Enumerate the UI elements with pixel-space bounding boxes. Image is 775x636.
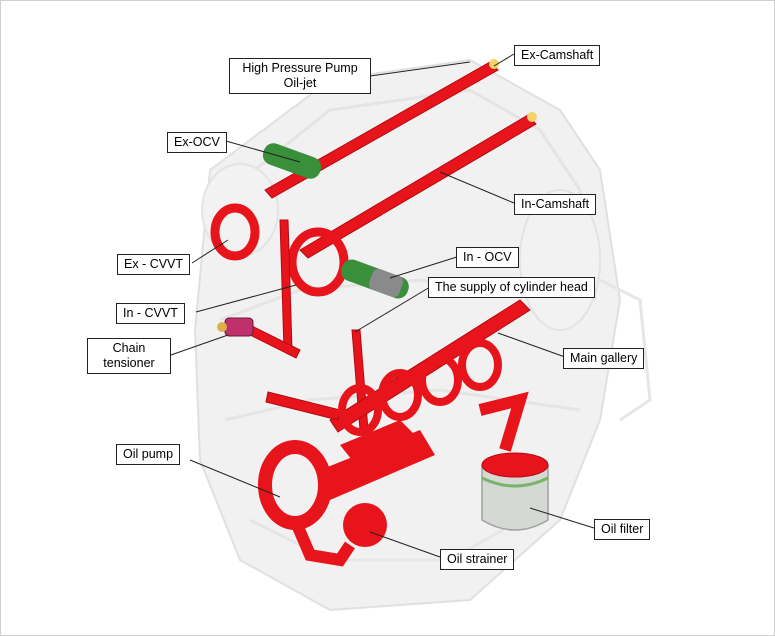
label-high-pressure-pump: High Pressure Pump Oil-jet xyxy=(229,58,371,94)
label-supply-cylinder-head: The supply of cylinder head xyxy=(428,277,595,298)
label-in-camshaft: In-Camshaft xyxy=(514,194,597,215)
crankshaft-journals xyxy=(338,339,502,436)
oil-filter-body xyxy=(478,391,549,531)
cvvt-units xyxy=(210,203,349,297)
label-oil-pump: Oil pump xyxy=(116,444,181,465)
label-chain-tensioner: Chain tensioner xyxy=(87,338,171,374)
ocv-units xyxy=(262,143,409,299)
label-main-gallery: Main gallery xyxy=(563,348,645,369)
chain-tensioner-body xyxy=(217,317,254,337)
label-in-ocv: In - OCV xyxy=(456,247,519,268)
label-oil-strainer: Oil strainer xyxy=(440,549,515,570)
label-in-cvvt: In - CVVT xyxy=(116,303,185,324)
label-ex-camshaft: Ex-Camshaft xyxy=(514,45,601,66)
oil-strainer-body xyxy=(289,503,387,567)
label-ex-ocv: Ex-OCV xyxy=(167,132,227,153)
label-ex-cvvt: Ex - CVVT xyxy=(117,254,191,275)
label-oil-filter: Oil filter xyxy=(594,519,651,540)
leader-lines xyxy=(167,53,595,558)
camshaft-oil-lines xyxy=(264,59,537,259)
